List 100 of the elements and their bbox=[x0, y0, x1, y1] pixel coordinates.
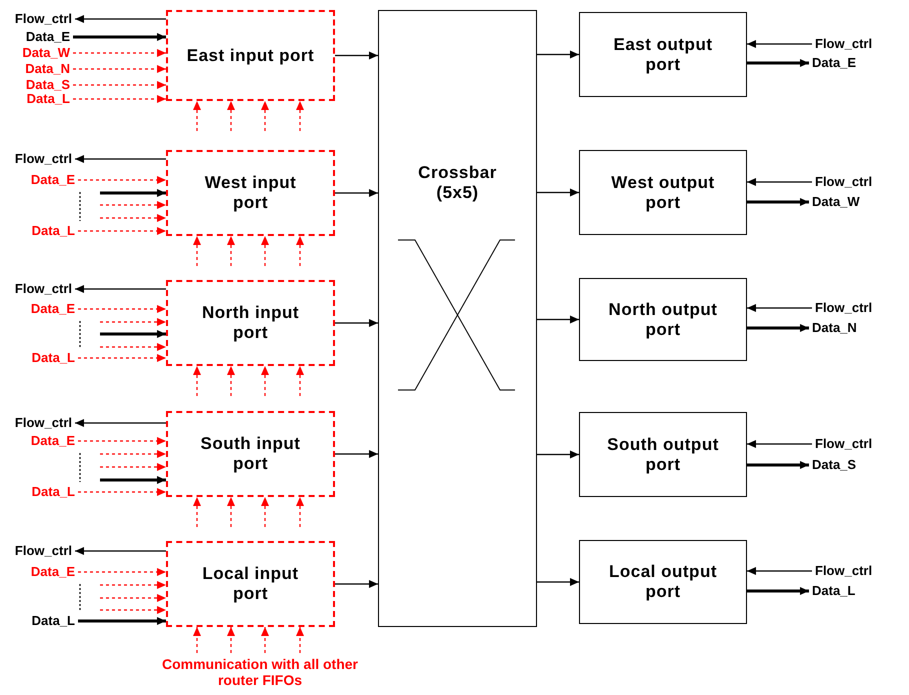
signal-label: Data_E bbox=[30, 564, 75, 580]
arrow bbox=[100, 476, 166, 484]
arrow bbox=[747, 304, 812, 312]
arrow bbox=[261, 236, 269, 266]
signal-label: Data_E bbox=[30, 301, 75, 317]
arrow bbox=[100, 594, 166, 602]
arrow bbox=[100, 201, 166, 209]
arrow bbox=[73, 65, 166, 73]
arrow bbox=[747, 198, 809, 206]
port-box bbox=[579, 278, 747, 361]
crossbar-label: Crossbar (5x5) bbox=[417, 163, 498, 203]
port-box bbox=[166, 411, 335, 497]
arrow bbox=[261, 497, 269, 527]
arrow bbox=[100, 343, 166, 351]
port-label: North output port bbox=[608, 300, 718, 340]
arrow bbox=[73, 33, 166, 41]
arrow bbox=[75, 419, 166, 427]
arrow bbox=[100, 581, 166, 589]
arrow bbox=[537, 578, 579, 586]
arrow bbox=[73, 95, 166, 103]
signal-label: Data_S bbox=[812, 457, 856, 473]
arrow bbox=[100, 606, 166, 614]
signal-label: Data_E bbox=[30, 433, 75, 449]
arrow bbox=[747, 40, 812, 48]
signal-label: Data_N bbox=[812, 320, 857, 336]
arrow bbox=[75, 285, 166, 293]
signal-label: Data_W bbox=[22, 45, 70, 61]
port-box bbox=[579, 540, 747, 624]
signal-label: Flow_ctrl bbox=[14, 151, 72, 167]
port-box bbox=[579, 150, 747, 235]
arrow bbox=[537, 450, 579, 458]
arrow bbox=[73, 49, 166, 57]
arrow bbox=[227, 236, 235, 266]
signal-label: Data_W bbox=[812, 194, 860, 210]
signal-label: Flow_ctrl bbox=[14, 281, 72, 297]
signal-label: Flow_ctrl bbox=[815, 174, 872, 190]
port-box bbox=[166, 280, 335, 366]
port-label: Local output port bbox=[608, 562, 718, 602]
arrow bbox=[747, 567, 812, 575]
arrow bbox=[78, 488, 166, 496]
arrow bbox=[296, 627, 304, 653]
arrow bbox=[193, 497, 201, 527]
arrow bbox=[296, 101, 304, 131]
arrow bbox=[537, 188, 579, 196]
arrow bbox=[335, 319, 378, 327]
port-label: East output port bbox=[612, 34, 714, 74]
port-box bbox=[579, 12, 747, 97]
crossbar-box bbox=[378, 10, 537, 627]
arrow bbox=[100, 214, 166, 222]
arrow bbox=[78, 354, 166, 362]
arrow bbox=[747, 461, 809, 469]
arrow bbox=[75, 155, 166, 163]
arrow bbox=[227, 627, 235, 653]
port-box bbox=[579, 412, 747, 497]
port-label: East input port bbox=[186, 46, 316, 66]
port-label: West output port bbox=[610, 172, 716, 212]
arrow bbox=[747, 178, 812, 186]
signal-label: Flow_ctrl bbox=[14, 415, 72, 431]
arrow bbox=[747, 59, 809, 67]
arrow bbox=[78, 617, 166, 625]
arrow bbox=[75, 15, 166, 23]
signal-label: Flow_ctrl bbox=[14, 543, 72, 559]
arrow bbox=[537, 316, 579, 324]
arrow bbox=[193, 627, 201, 653]
arrow bbox=[100, 463, 166, 471]
arrow bbox=[100, 330, 166, 338]
arrow bbox=[193, 236, 201, 266]
arrow bbox=[227, 366, 235, 396]
port-label: South input port bbox=[200, 434, 302, 474]
port-label: North input port bbox=[200, 303, 300, 343]
signal-label: Data_E bbox=[812, 55, 856, 71]
signal-label: Data_S bbox=[26, 77, 70, 93]
arrow bbox=[747, 587, 809, 595]
note-text: Communication with all other router FIFOs bbox=[140, 656, 380, 688]
arrow bbox=[78, 305, 166, 313]
signal-label: Data_L bbox=[32, 613, 75, 629]
port-label: South output port bbox=[606, 434, 720, 474]
signal-label: Data_E bbox=[30, 172, 75, 188]
port-label: Local input port bbox=[201, 564, 300, 604]
arrow bbox=[100, 318, 166, 326]
signal-label: Flow_ctrl bbox=[815, 36, 872, 52]
signal-label: Data_N bbox=[25, 61, 70, 77]
arrow bbox=[73, 81, 166, 89]
arrow bbox=[747, 440, 812, 448]
arrow bbox=[75, 547, 166, 555]
arrow bbox=[78, 227, 166, 235]
signal-label: Data_E bbox=[26, 29, 70, 45]
arrow bbox=[100, 450, 166, 458]
signal-label: Flow_ctrl bbox=[815, 563, 872, 579]
port-box bbox=[166, 10, 335, 101]
arrow bbox=[78, 437, 166, 445]
signal-label: Data_L bbox=[32, 484, 75, 500]
signal-label: Data_L bbox=[32, 223, 75, 239]
signal-label: Data_L bbox=[26, 91, 70, 107]
arrow bbox=[296, 236, 304, 266]
arrow bbox=[78, 176, 166, 184]
port-box bbox=[166, 541, 335, 627]
arrow bbox=[296, 497, 304, 527]
signal-label: Data_L bbox=[812, 583, 856, 599]
arrow bbox=[747, 324, 809, 332]
